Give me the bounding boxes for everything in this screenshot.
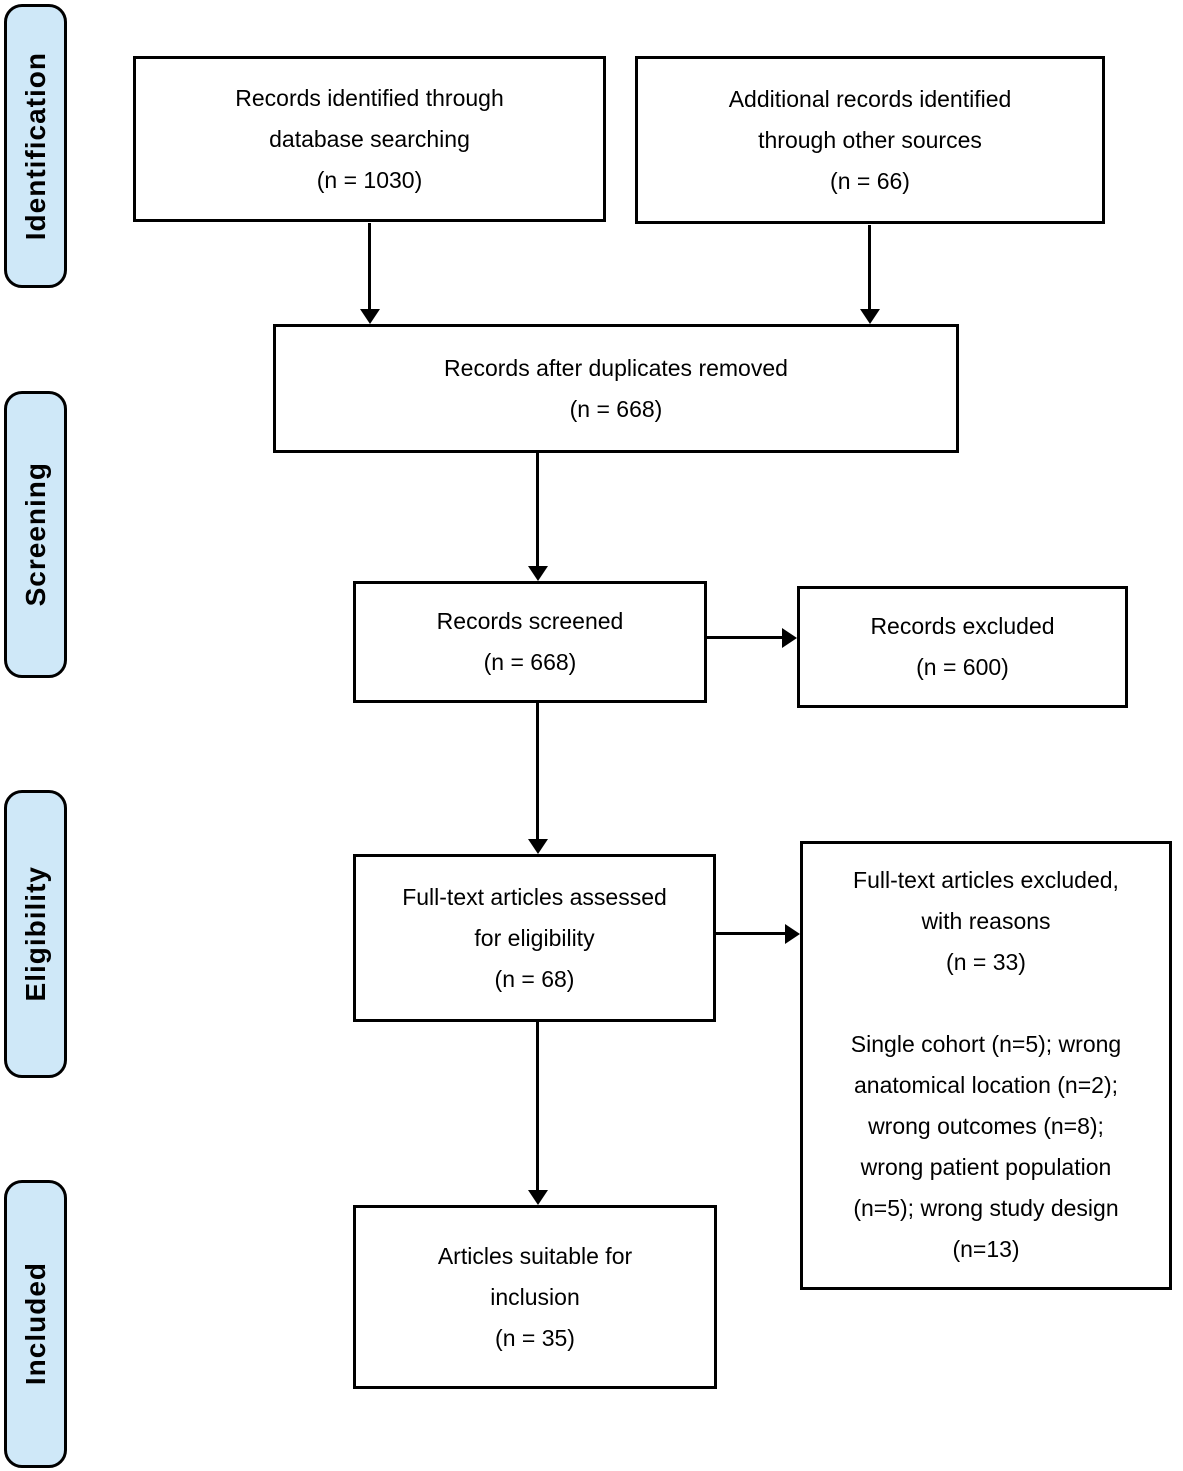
flow-box-records-identified: Records identified through database sear… (133, 56, 606, 222)
exclusion-reason-line: (n=13) (952, 1236, 1020, 1262)
stage-label-included: Included (4, 1180, 67, 1468)
flow-box-records-excluded: Records excluded (n = 600) (797, 586, 1128, 708)
box-line: for eligibility (474, 924, 595, 951)
box-count: (n = 33) (946, 949, 1026, 975)
flow-box-duplicates-removed: Records after duplicates removed (n = 66… (273, 324, 959, 453)
box-count: (n = 1030) (316, 166, 423, 193)
box-count: (n = 35) (495, 1324, 575, 1351)
exclusion-reason-line: anatomical location (n=2); (853, 1072, 1118, 1098)
box-count: (n = 68) (494, 965, 575, 992)
exclusion-reason-line: wrong outcomes (n=8); (868, 1113, 1104, 1139)
box-count: (n = 668) (569, 395, 663, 422)
box-count: (n = 668) (483, 649, 577, 675)
arrow-screened-to-excluded (707, 636, 782, 639)
stage-label-text: Included (19, 1262, 51, 1386)
arrow-fulltext-to-fulltext-excluded (716, 932, 785, 935)
box-line: Records screened (436, 608, 624, 634)
exclusion-reason-line: Single cohort (n=5); wrong (850, 1031, 1122, 1057)
stage-label-eligibility: Eligibility (4, 790, 67, 1078)
box-line: inclusion (490, 1283, 580, 1310)
box-line: Records excluded (870, 613, 1055, 639)
flow-box-articles-included: Articles suitable for inclusion (n = 35) (353, 1205, 717, 1389)
exclusion-reason-line: (n=5); wrong study design (853, 1195, 1119, 1221)
flow-box-additional-records: Additional records identified through ot… (635, 56, 1105, 224)
stage-label-text: Eligibility (19, 866, 51, 1002)
box-count: (n = 600) (916, 654, 1009, 680)
box-count: (n = 66) (830, 167, 910, 194)
box-line: database searching (269, 125, 470, 152)
box-line: Records after duplicates removed (444, 354, 788, 381)
box-line: with reasons (921, 908, 1051, 934)
flow-box-fulltext-excluded: Full-text articles excluded, with reason… (800, 841, 1172, 1290)
stage-label-text: Identification (19, 51, 51, 241)
box-line: Full-text articles excluded, (853, 867, 1119, 893)
stage-label-text: Screening (19, 462, 51, 607)
box-line: Full-text articles assessed (402, 883, 667, 910)
arrow-deduplicated-to-screened (536, 453, 539, 566)
arrow-identified-to-deduplicated (368, 223, 371, 309)
flow-box-fulltext-assessed: Full-text articles assessed for eligibil… (353, 854, 716, 1022)
stage-label-identification: Identification (4, 4, 67, 288)
flow-box-records-screened: Records screened (n = 668) (353, 581, 707, 703)
box-line: Articles suitable for (437, 1242, 633, 1269)
arrow-additional-to-deduplicated (868, 225, 871, 309)
arrow-fulltext-to-included (536, 1022, 539, 1190)
stage-label-screening: Screening (4, 391, 67, 678)
arrow-screened-to-fulltext (536, 703, 539, 839)
box-line: Additional records identified (728, 85, 1012, 112)
exclusion-reason-line: wrong patient population (860, 1154, 1112, 1180)
box-line: through other sources (758, 126, 982, 153)
box-line: Records identified through (235, 84, 504, 111)
